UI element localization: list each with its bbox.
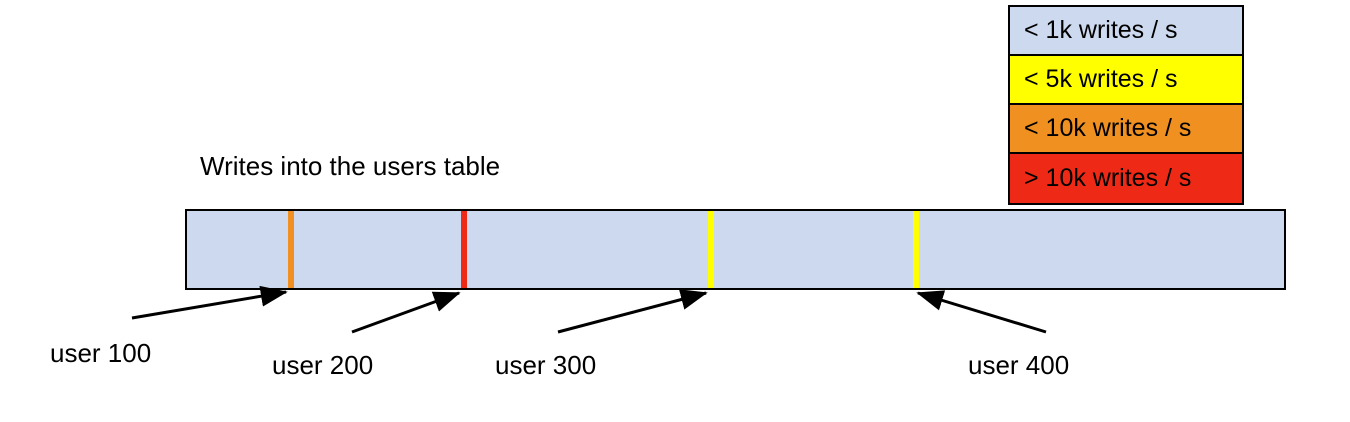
user-marker-label-user-100: user 100: [50, 338, 152, 368]
arrow-user-300: [557, 289, 708, 334]
legend-item-lt-10k: < 10k writes / s: [1010, 105, 1242, 154]
legend-item-lt-1k: < 1k writes / s: [1010, 7, 1242, 56]
user-marker-stripe-user-300: [708, 211, 714, 288]
user-marker-label-user-400: user 400: [968, 350, 1070, 380]
arrow-user-200: [351, 291, 461, 334]
arrow-user-100: [131, 285, 288, 320]
legend-item-gt-10k: > 10k writes / s: [1010, 154, 1242, 203]
user-marker-stripe-user-200: [461, 211, 467, 288]
user-marker-stripe-user-400: [913, 211, 919, 288]
chart-title: Writes into the users table: [200, 151, 501, 181]
legend-item-label: < 10k writes / s: [1024, 114, 1192, 142]
arrow-user-400: [916, 290, 1047, 334]
legend-item-label: < 5k writes / s: [1024, 65, 1178, 93]
legend-item-lt-5k: < 5k writes / s: [1010, 56, 1242, 105]
user-marker-label-user-300: user 300: [495, 350, 597, 380]
user-marker-stripe-user-100: [288, 211, 294, 288]
users-table-track: [185, 209, 1286, 290]
legend-item-label: < 1k writes / s: [1024, 16, 1178, 44]
legend-item-label: > 10k writes / s: [1024, 164, 1192, 192]
legend: < 1k writes / s < 5k writes / s < 10k wr…: [1008, 5, 1244, 205]
user-marker-label-user-200: user 200: [272, 350, 374, 380]
